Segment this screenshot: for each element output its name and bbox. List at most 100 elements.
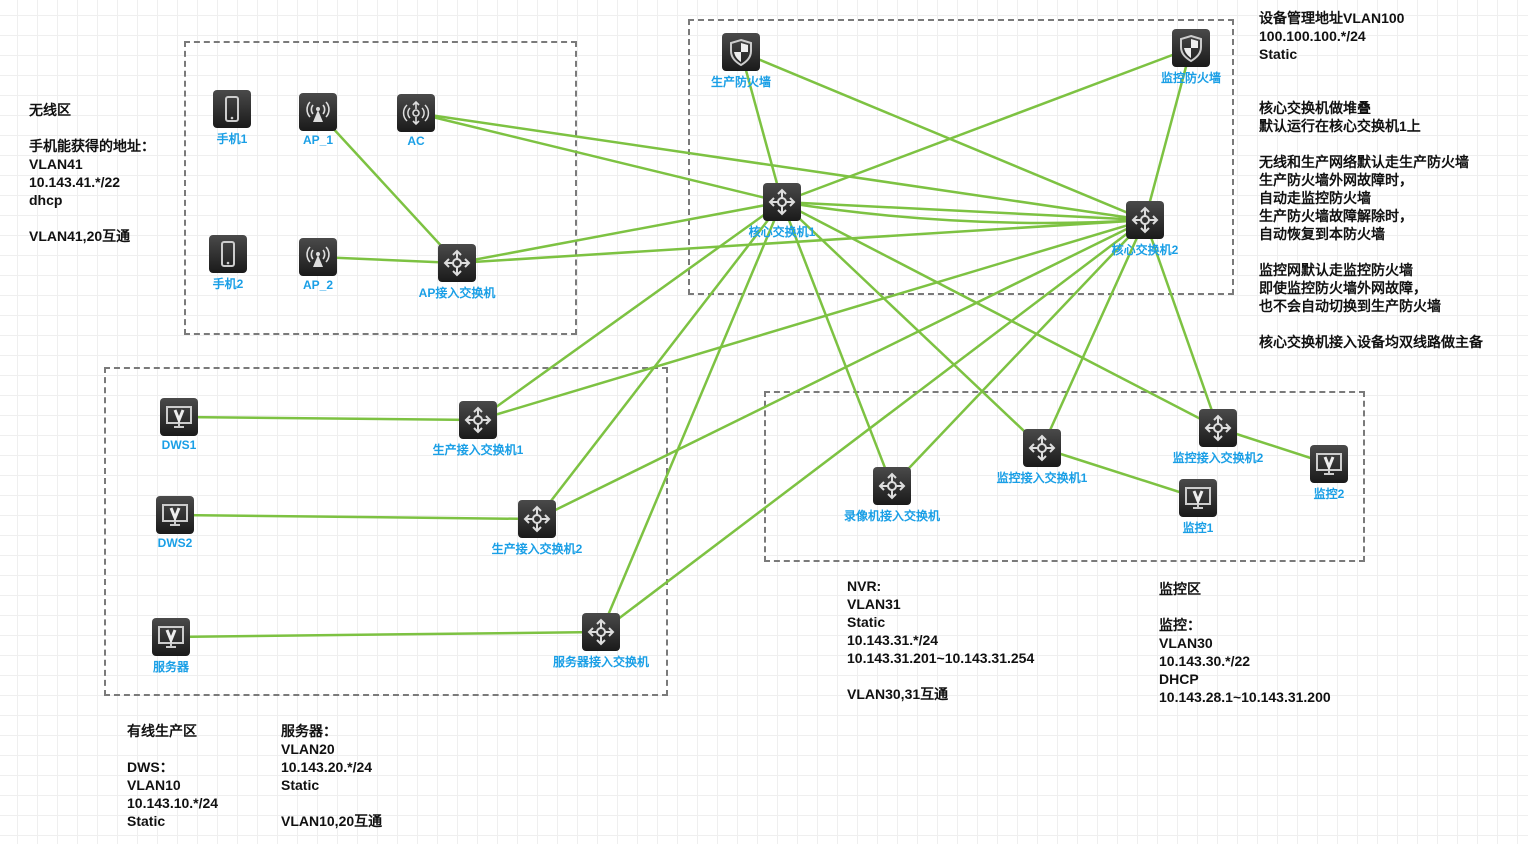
device-prod_sw1[interactable] [459, 401, 497, 439]
device-label-dws1: DWS1 [161, 438, 197, 452]
switch-icon [768, 188, 796, 216]
link-mon_sw1-cam1 [1041, 446, 1199, 500]
wired-production-zone [104, 367, 668, 696]
link-mon_sw1-core1 [781, 201, 1043, 449]
note-line: Static [847, 614, 886, 630]
link-fw_mon-core2 [1143, 47, 1193, 221]
device-label-ap1: AP_1 [302, 133, 334, 147]
note-line: 10.143.31.201~10.143.31.254 [847, 650, 1035, 666]
note-line: 10.143.20.*/24 [281, 759, 373, 775]
note-line: VLAN20 [281, 741, 335, 757]
device-core1[interactable] [763, 183, 801, 221]
device-label-dws2: DWS2 [157, 536, 193, 550]
note-line: Static [127, 813, 166, 829]
link-mon_sw2-core2 [1143, 219, 1220, 429]
monitor-icon [1185, 487, 1211, 509]
device-label-core2: 核心交换机2 [1111, 243, 1179, 257]
monitoring-zone [764, 391, 1365, 562]
device-label-cam1: 监控1 [1182, 521, 1214, 535]
device-cam1[interactable] [1179, 479, 1217, 517]
device-server[interactable] [152, 618, 190, 656]
device-ap_sw[interactable] [438, 244, 476, 282]
device-label-fw_prod: 生产防火墙 [710, 75, 772, 89]
device-prod_sw2[interactable] [518, 500, 556, 538]
device-ac[interactable] [397, 94, 435, 132]
note-line: VLAN31 [847, 596, 901, 612]
switch-icon [1028, 434, 1056, 462]
device-core2[interactable] [1126, 201, 1164, 239]
link-ap_sw-core2 [456, 218, 1146, 265]
device-ap2[interactable] [299, 238, 337, 276]
wireless-ap-icon [306, 101, 330, 122]
device-nvr_sw[interactable] [873, 467, 911, 505]
monitor-icon [162, 504, 188, 526]
note-line [1159, 598, 1331, 616]
note-line: 10.143.28.1~10.143.31.200 [1159, 689, 1331, 705]
link-ac-core1 [415, 111, 783, 204]
note-line: VLAN10 [127, 777, 181, 793]
device-label-server: 服务器 [152, 660, 190, 674]
note-line: 监控： [1159, 617, 1201, 633]
note-line: VLAN41 [29, 156, 83, 172]
note-line: Static [281, 777, 320, 793]
switch-icon [464, 406, 492, 434]
link-prod_sw1-core1 [477, 200, 783, 422]
device-phone2[interactable] [209, 235, 247, 273]
device-mon_sw1[interactable] [1023, 429, 1061, 467]
note-line: 监控区 [1159, 581, 1201, 597]
device-fw_mon[interactable] [1172, 29, 1210, 67]
device-label-nvr_sw: 录像机接入交换机 [843, 509, 941, 523]
wireless-ap-icon [306, 246, 330, 267]
phone-icon [221, 241, 235, 267]
note-line [1259, 243, 1483, 261]
note-line: 核心交换机接入设备均双线路做主备 [1259, 334, 1483, 350]
note-line: 10.143.30.*/22 [1159, 653, 1251, 669]
device-dws1[interactable] [160, 398, 198, 436]
note-line [1259, 315, 1483, 333]
note-line: 设备管理地址VLAN100 [1259, 10, 1405, 26]
monitor-icon [158, 626, 184, 648]
device-label-phone2: 手机2 [212, 277, 244, 291]
note-line: 服务器： [281, 723, 337, 739]
note-line: 10.143.41.*/22 [29, 174, 121, 190]
device-phone1[interactable] [213, 90, 251, 128]
device-dws2[interactable] [156, 496, 194, 534]
link-prod_sw1-core2 [477, 218, 1146, 422]
switch-icon [1204, 414, 1232, 442]
note-line [847, 667, 1034, 685]
device-server_sw[interactable] [582, 613, 620, 651]
note-line: 生产防火墙外网故障时， [1259, 172, 1413, 188]
device-fw_prod[interactable] [722, 33, 760, 71]
link-mon_sw1-core2 [1040, 219, 1147, 449]
link-prod_sw2-core2 [536, 218, 1146, 521]
link-ap_sw-core1 [456, 200, 783, 265]
note-line: DWS： [127, 759, 174, 775]
device-label-prod_sw2: 生产接入交换机2 [491, 542, 583, 556]
note-line: 自动走监控防火墙 [1259, 190, 1371, 206]
note-line: VLAN41,20互通 [29, 228, 131, 244]
note-line [1259, 135, 1483, 153]
note-line [29, 119, 155, 137]
note-line: Static [1259, 46, 1298, 62]
wireless-zone [184, 41, 577, 335]
device-label-ac: AC [407, 134, 425, 148]
link-dws1-prod_sw1 [178, 415, 479, 422]
device-label-cam2: 监控2 [1313, 487, 1345, 501]
switch-icon [1131, 206, 1159, 234]
device-ap1[interactable] [299, 93, 337, 131]
firewall-shield-icon [1180, 34, 1202, 63]
link-dws2-prod_sw2 [174, 513, 538, 521]
note-line: 10.143.10.*/24 [127, 795, 219, 811]
device-mon_sw2[interactable] [1199, 409, 1237, 447]
note-line: 100.100.100.*/24 [1259, 28, 1366, 44]
link-fw_prod-core1 [739, 51, 784, 203]
device-cam2[interactable] [1310, 445, 1348, 483]
note-line [29, 209, 155, 227]
note-line: NVR: [847, 578, 882, 594]
link-server-server_sw [170, 630, 602, 639]
switch-icon [587, 618, 615, 646]
note-line: 无线和生产网络默认走生产防火墙 [1259, 154, 1469, 170]
